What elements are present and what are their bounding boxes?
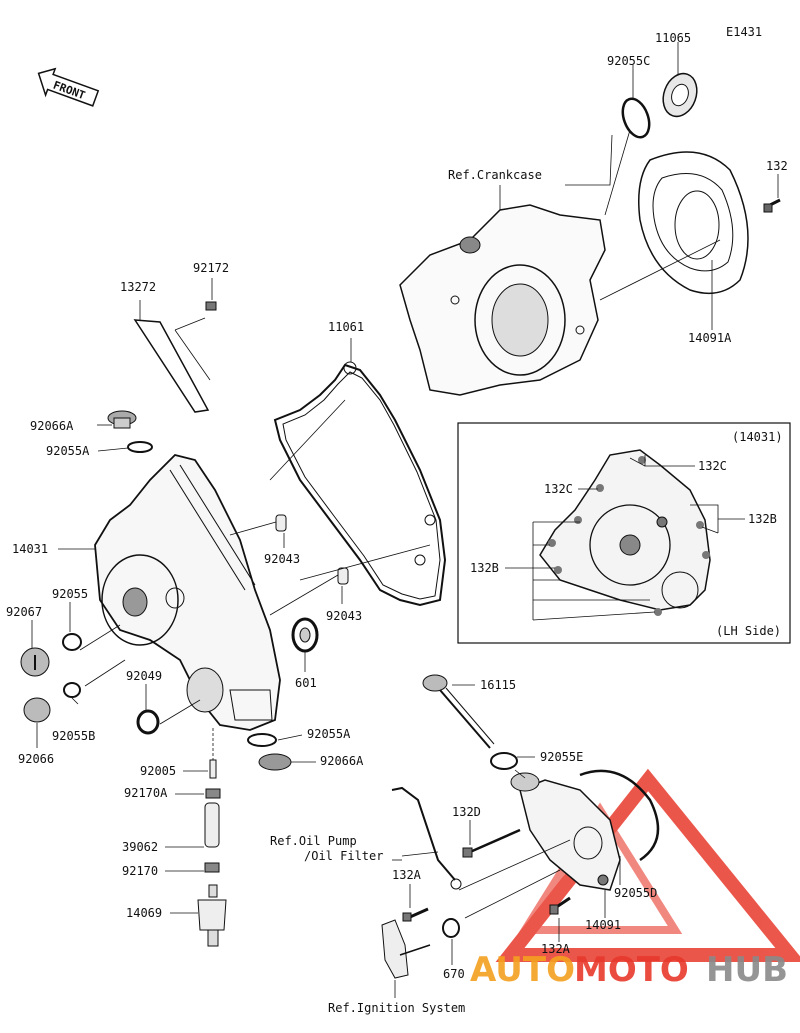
label-92055: 92055 [52, 587, 88, 601]
label-92066A-bottom: 92066A [320, 754, 364, 768]
oil-pump-reference [391, 786, 462, 890]
dowel-92043-b [337, 567, 349, 585]
cover-14091 [510, 772, 621, 891]
label-14069: 14069 [126, 906, 162, 920]
label-92055C: 92055C [607, 54, 650, 68]
label-ref-oil-pump-line1: Ref.Oil Pump [270, 834, 357, 848]
label-ref-oil-pump-line2: /Oil Filter [304, 849, 383, 863]
label-92067: 92067 [6, 605, 42, 619]
bolt-132A-a [402, 907, 429, 922]
label-14091A: 14091A [688, 331, 732, 345]
label-132C-b: 132C [544, 482, 573, 496]
clamp-92170 [204, 862, 220, 873]
clamp-92170A [205, 788, 221, 799]
o-ring-92055E [490, 752, 518, 770]
label-inset-footer: (LH Side) [716, 624, 781, 638]
label-11065: 11065 [655, 31, 691, 45]
watermark-part1: AUTO [470, 950, 575, 990]
leaders-top-right [499, 42, 779, 330]
label-92055E: 92055E [540, 750, 583, 764]
o-ring-92055B [63, 682, 81, 698]
oil-seal-11065 [662, 72, 698, 118]
watermark-part2: MOTO [574, 950, 689, 990]
label-132A-a: 132A [392, 868, 422, 882]
label-ref-crankcase: Ref.Crankcase [448, 168, 542, 182]
label-670: 670 [443, 967, 465, 981]
label-92172: 92172 [193, 261, 229, 275]
label-14091: 14091 [585, 918, 621, 932]
front-arrow-icon: FRONT [37, 67, 100, 107]
cap-92066A-bottom [258, 753, 292, 771]
label-11061: 11061 [328, 320, 364, 334]
watermark-text: AUTO MOTO HUB [470, 950, 788, 990]
hose-39062 [204, 802, 220, 848]
label-92055B: 92055B [52, 729, 95, 743]
strip-13272 [133, 300, 211, 413]
leaders-inset [505, 455, 745, 621]
label-92170: 92170 [122, 864, 158, 878]
label-inset-title: (14031) [732, 430, 783, 444]
label-92170A: 92170A [124, 786, 168, 800]
gasket-11061 [273, 361, 447, 607]
o-ring-670 [442, 918, 460, 938]
inset-lh-side [457, 422, 791, 644]
plug-92067 [20, 647, 50, 677]
label-132B-b: 132B [470, 561, 499, 575]
label-132C-a: 132C [698, 459, 727, 473]
label-92005: 92005 [140, 764, 176, 778]
o-ring-92055A-top [127, 441, 153, 453]
bolt-132A-b [549, 896, 571, 915]
leaders-left [31, 399, 431, 914]
o-ring-92055D [579, 769, 660, 862]
plug-92066 [23, 697, 51, 723]
dowel-92043-a [275, 514, 287, 532]
label-92055A-top: 92055A [46, 444, 90, 458]
o-ring-92055A-bottom [247, 733, 277, 747]
plate-14091A [638, 151, 749, 295]
engine-cover-14031 [94, 454, 281, 731]
oil-seal-92049 [136, 709, 160, 735]
o-ring-92055 [62, 633, 82, 651]
valve-14069 [197, 884, 227, 947]
label-39062: 39062 [122, 840, 158, 854]
cap-92066A-top [107, 410, 137, 429]
label-16115: 16115 [480, 678, 516, 692]
crankcase-reference [399, 204, 606, 396]
label-92055A-bottom: 92055A [307, 727, 351, 741]
label-92049: 92049 [126, 669, 162, 683]
bolt-92172 [174, 278, 217, 331]
part-labels: 11065 92055C 132 Ref.Crankcase 14091A 13… [6, 31, 788, 1015]
front-label: FRONT [51, 79, 87, 103]
dipstick-16115 [422, 674, 495, 749]
label-92066A-top: 92066A [30, 419, 74, 433]
label-ref-ignition: Ref.Ignition System [328, 1001, 465, 1015]
leaders-bottom-right [392, 684, 621, 998]
oil-seal-601 [291, 617, 319, 653]
label-132-top: 132 [766, 159, 788, 173]
label-132A-b: 132A [541, 942, 571, 956]
label-14031: 14031 [12, 542, 48, 556]
o-ring-92055C [621, 97, 651, 139]
label-601: 601 [295, 676, 317, 690]
watermark-part3: HUB [706, 950, 788, 990]
label-92043-b: 92043 [326, 609, 362, 623]
label-13272: 13272 [120, 280, 156, 294]
label-92066: 92066 [18, 752, 54, 766]
label-92043-a: 92043 [264, 552, 300, 566]
ignition-reference [381, 919, 431, 979]
label-132B-a: 132B [748, 512, 777, 526]
bolt-132-top [763, 198, 781, 213]
stud-92005 [209, 759, 217, 779]
diagram-code: E1431 [726, 25, 762, 39]
label-132D: 132D [452, 805, 481, 819]
label-92055D: 92055D [614, 886, 657, 900]
bolt-132D [462, 828, 521, 858]
